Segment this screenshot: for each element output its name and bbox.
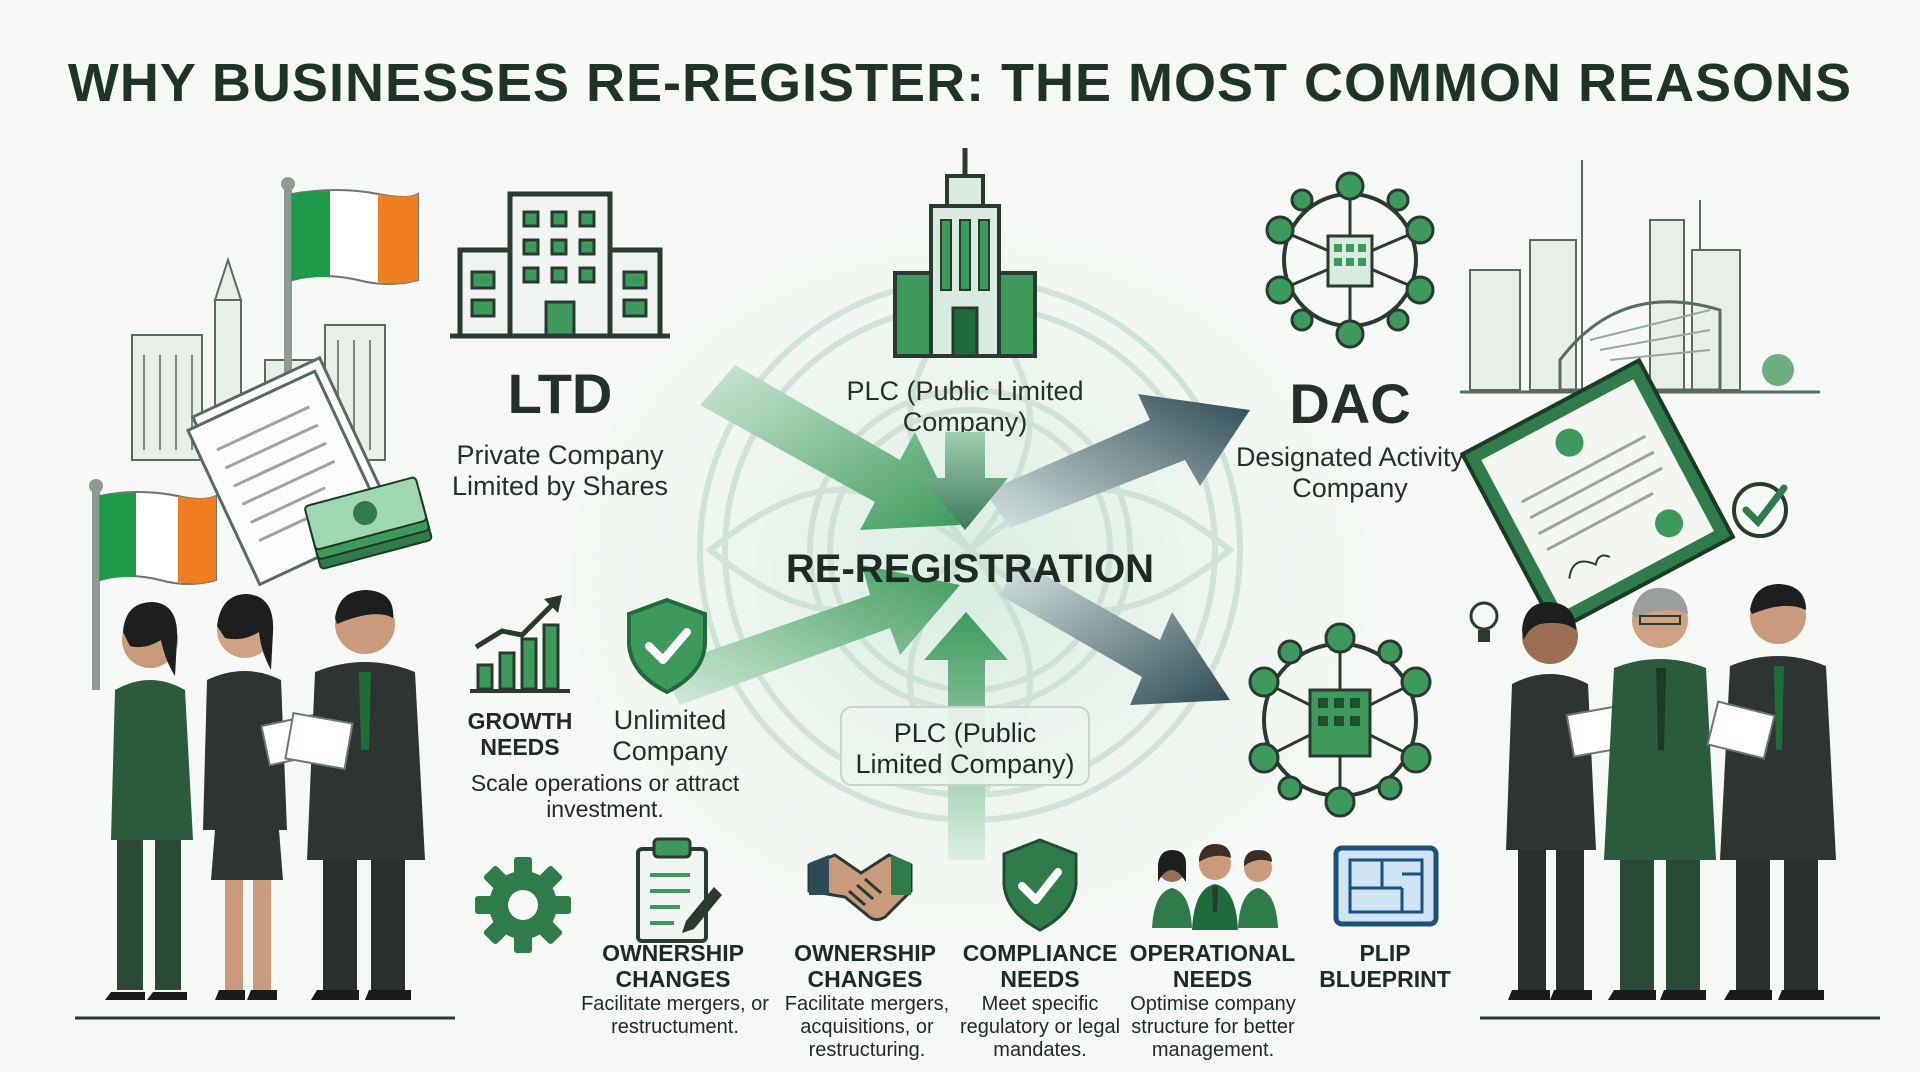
growth-description: Scale operations or attract investment.: [470, 770, 740, 823]
certificate-icon: [1459, 357, 1736, 634]
business-team-left-icon: [75, 590, 455, 1020]
network-icon: [1265, 171, 1435, 349]
shield-check-icon: [1002, 838, 1078, 932]
arrow-plc-down: [922, 432, 1008, 530]
arrow-growth-to-center: [660, 565, 960, 705]
dac-description: Designated Activity Company: [1235, 442, 1465, 504]
reason-title-2: OWNERSHIP CHANGES: [794, 940, 936, 993]
network-icon: [1248, 622, 1432, 818]
unlimited-title: Unlimited Company: [612, 705, 728, 767]
ltd-description: Private Company Limited by Shares: [451, 440, 669, 502]
flag-icon: [89, 479, 217, 690]
reason-title-1: OWNERSHIP CHANGES: [602, 940, 744, 993]
reason-desc-3: Meet specific regulatory or legal mandat…: [959, 993, 1121, 1061]
growth-title: GROWTH NEEDS: [467, 708, 573, 761]
business-team-right-icon: [1480, 584, 1880, 1020]
flag-icon: [281, 177, 419, 480]
gear-icon: [475, 857, 571, 953]
left-skyline-icon: [131, 256, 386, 461]
reason-desc-2: Facilitate mergers, acquisitions, or res…: [784, 993, 950, 1061]
checkmark-icon: [1732, 482, 1788, 538]
reason-title-4: OPERATIONAL NEEDS: [1129, 940, 1296, 993]
clipboard-icon: [636, 837, 722, 943]
reason-title-3: COMPLIANCE NEEDS: [962, 940, 1118, 993]
reason-title-5: PLIP BLUEPRINT: [1319, 940, 1451, 993]
lightbulb-icon: [1469, 601, 1499, 642]
ltd-title: LTD: [507, 362, 613, 425]
handshake-icon: [807, 853, 913, 922]
arrow-ltd-to-center: [700, 365, 960, 530]
reason-desc-4: Optimise company structure for better ma…: [1130, 993, 1296, 1061]
shield-check-icon: [627, 597, 707, 695]
arrow-center-to-network: [1000, 560, 1230, 705]
re-registration-label: RE-REGISTRATION: [785, 547, 1155, 591]
team-icon: [1152, 844, 1278, 930]
reason-desc-1: Facilitate mergers, or restructument.: [581, 993, 769, 1038]
building-icon: [450, 191, 670, 339]
dac-title: DAC: [1289, 372, 1411, 435]
plc-box: PLC (Public Limited Company): [840, 706, 1090, 786]
arrow-center-to-dac: [985, 394, 1250, 528]
plc-box-label: PLC (Public Limited Company): [855, 718, 1075, 780]
page-title: WHY BUSINESSES RE-REGISTER: THE MOST COM…: [67, 53, 1853, 113]
money-icon: [304, 476, 433, 570]
blueprint-icon: [1333, 845, 1439, 927]
bar-chart-icon: [470, 595, 570, 693]
skyscraper-icon: [893, 148, 1037, 358]
plc-top-label: PLC (Public Limited Company): [846, 376, 1084, 438]
